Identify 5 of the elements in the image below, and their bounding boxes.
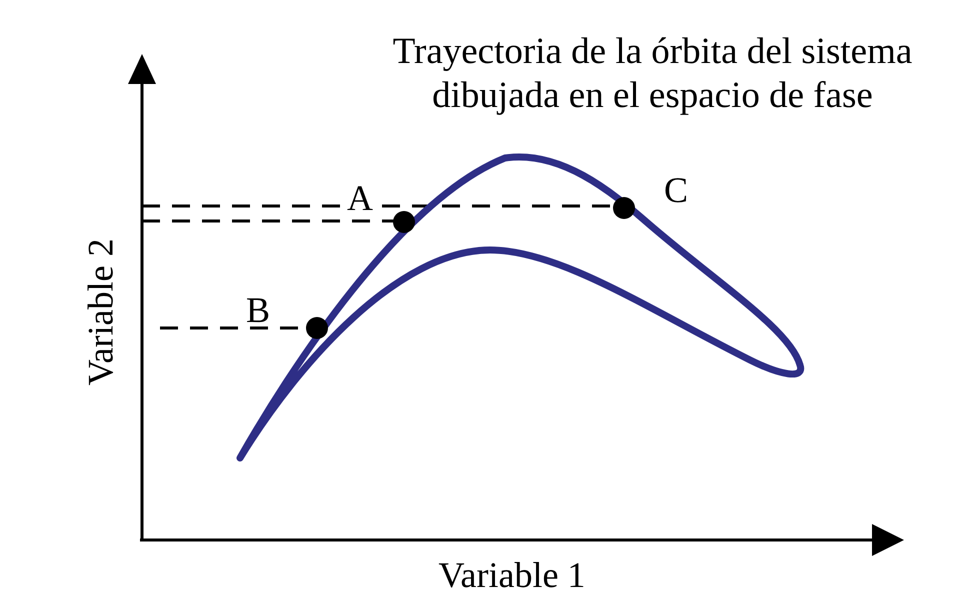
- point-label: C: [664, 172, 688, 208]
- point-label: B: [246, 292, 270, 328]
- axis-title: Variable 2: [82, 238, 118, 386]
- chart-title: Trayectoria de la órbita del sistema dibujada en el espacio de fase: [392, 30, 914, 118]
- axis-title: Variable 1: [438, 557, 586, 593]
